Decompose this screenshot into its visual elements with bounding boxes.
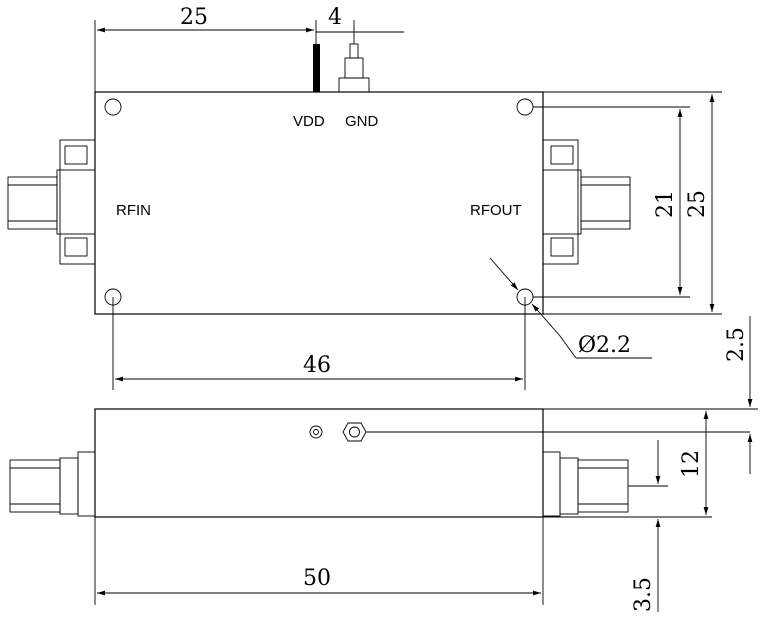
dim-right-25: 25 [685, 190, 710, 218]
rfout-connector [542, 139, 631, 265]
dim-bottom-46: 46 [303, 353, 331, 378]
dim-top-4: 4 [328, 5, 342, 30]
dim-top-25: 25 [180, 5, 208, 30]
vdd-label: VDD [293, 113, 325, 130]
side-body [94, 408, 544, 518]
dim-side-50: 50 [303, 566, 331, 591]
mounting-hole [516, 98, 534, 116]
dim-side-12: 12 [679, 450, 704, 478]
dim-right-21: 21 [653, 190, 678, 218]
top-view: VDD GND RFIN RFOUT [7, 43, 631, 315]
gnd-label: GND [345, 113, 379, 130]
side-view [9, 408, 750, 518]
side-dimensions: 2.5 12 3.5 50 [94, 316, 758, 612]
rfin-label: RFIN [116, 202, 151, 219]
vdd-pin-side [309, 425, 323, 439]
rfin-connector-side [9, 451, 96, 517]
dim-side-3-5: 3.5 [631, 577, 656, 612]
rfin-connector [7, 139, 96, 265]
dim-hole-diameter: Ø2.2 [578, 333, 631, 358]
mounting-hole [104, 98, 122, 116]
top-dimensions: 25 4 21 25 46 Ø2.2 [94, 5, 722, 390]
rfout-label: RFOUT [470, 202, 522, 219]
rfout-connector-side [542, 451, 668, 517]
gnd-nut-side [342, 422, 367, 442]
vdd-pin [313, 44, 320, 92]
dim-side-2-5: 2.5 [724, 327, 749, 362]
gnd-post [338, 43, 370, 93]
